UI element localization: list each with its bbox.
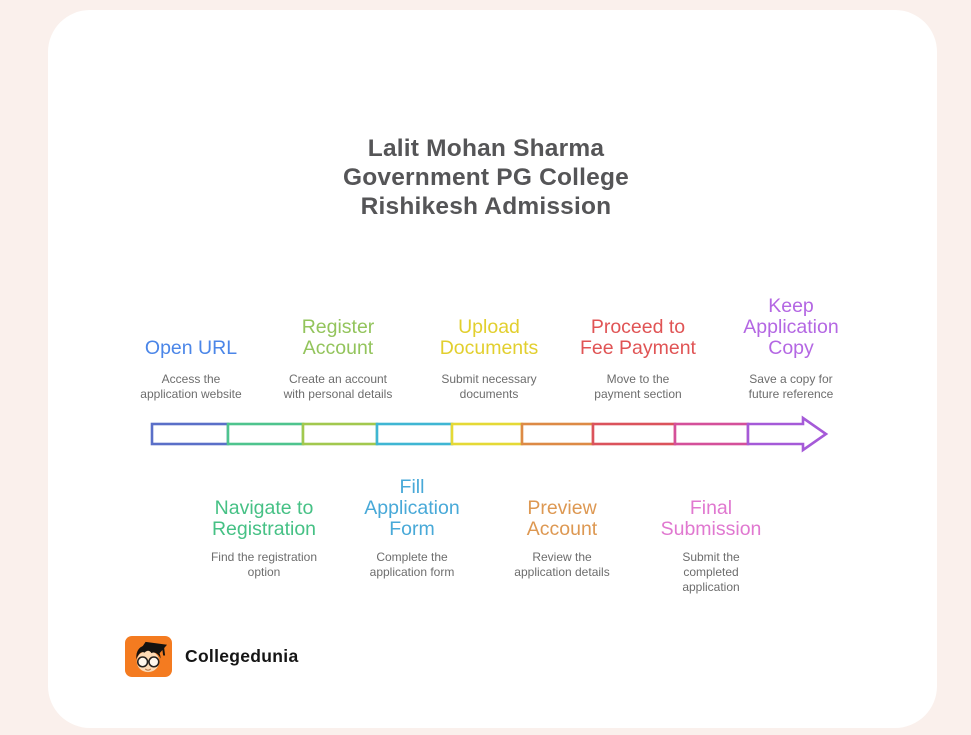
boy-face-icon <box>136 641 168 673</box>
step-title: Proceed to Fee Payment <box>580 316 696 359</box>
step-title: Fill Application Form <box>364 476 460 540</box>
collegedunia-logo-icon <box>125 636 172 677</box>
step-subtitle: Review the application details <box>514 550 610 579</box>
step-keep-application-copy: Keep Application Copy Save a copy for fu… <box>716 280 866 402</box>
page-title: Lalit Mohan Sharma Government PG College… <box>342 135 629 220</box>
step-subtitle: Move to the payment section <box>594 372 682 401</box>
step-subtitle: Access the application website <box>140 372 242 401</box>
brand-footer: Collegedunia <box>125 636 298 677</box>
step-final-submission: Final Submission Submit the completed ap… <box>631 465 791 595</box>
brand-name: Collegedunia <box>185 646 299 666</box>
arrow-segment-3 <box>301 422 379 446</box>
step-title: Preview Account <box>526 497 598 540</box>
step-title: Open URL <box>144 337 238 359</box>
step-subtitle: Save a copy for future reference <box>748 372 834 401</box>
canvas-card: Lalit Mohan Sharma Government PG College… <box>48 10 937 728</box>
step-register-account: Register Account Create an account with … <box>263 280 413 402</box>
arrow-segment-5 <box>450 422 524 446</box>
arrow-segment-4 <box>375 422 454 446</box>
step-subtitle: Complete the application form <box>369 550 455 579</box>
step-subtitle: Submit the completed application <box>682 550 740 594</box>
arrow-segment-6 <box>520 422 595 446</box>
step-open-url: Open URL Access the application website <box>116 280 266 402</box>
step-upload-documents: Upload Documents Submit necessary docume… <box>414 280 564 402</box>
step-navigate-to-registration: Navigate to Registration Find the regist… <box>184 465 344 580</box>
process-arrow <box>150 415 829 453</box>
arrow-segment-2 <box>226 422 305 446</box>
step-title: Upload Documents <box>439 316 539 359</box>
arrow-segment-1 <box>150 422 230 446</box>
step-preview-account: Preview Account Review the application d… <box>482 465 642 580</box>
arrow-segment-7 <box>591 422 677 446</box>
step-subtitle: Submit necessary documents <box>441 372 537 401</box>
step-fill-application-form: Fill Application Form Complete the appli… <box>332 465 492 580</box>
step-title: Register Account <box>301 316 375 359</box>
step-proceed-to-fee-payment: Proceed to Fee Payment Move to the payme… <box>563 280 713 402</box>
arrow-head <box>746 415 829 453</box>
step-title: Navigate to Registration <box>211 497 317 540</box>
arrow-segment-8 <box>673 422 750 446</box>
step-title: Final Submission <box>660 497 762 540</box>
step-title: Keep Application Copy <box>743 295 839 359</box>
step-subtitle: Find the registration option <box>210 550 318 579</box>
step-subtitle: Create an account with personal details <box>283 372 393 401</box>
